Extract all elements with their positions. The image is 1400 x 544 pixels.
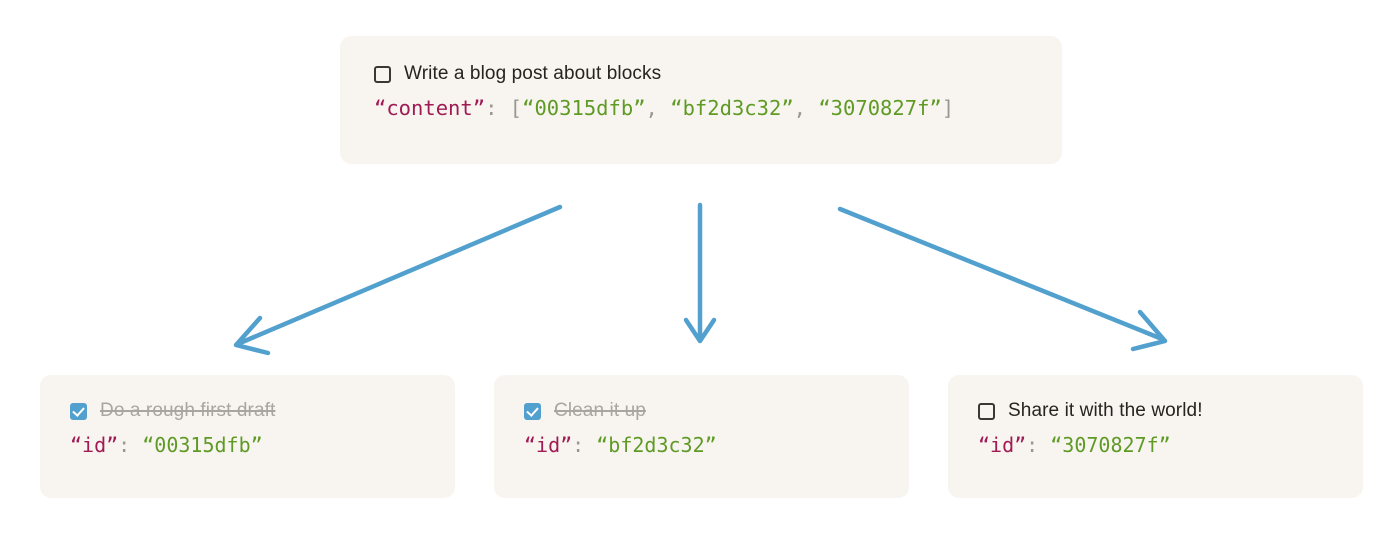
root-code-line: “content”: [“00315dfb”, “bf2d3c32”, “307…	[374, 95, 1062, 121]
code-key: “id”	[524, 433, 573, 457]
child-todo-label-2: Clean it up	[554, 400, 646, 421]
code-value-1: “bf2d3c32”	[670, 96, 794, 120]
code-value: “00315dfb”	[142, 433, 263, 457]
root-todo-label: Write a blog post about blocks	[404, 63, 662, 84]
child-block-card-2[interactable]: Clean it up “id”: “bf2d3c32”	[494, 375, 909, 498]
code-key: “content”	[374, 96, 486, 120]
checkbox-checked-icon[interactable]	[70, 402, 87, 420]
root-block-card[interactable]: Write a blog post about blocks “content”…	[340, 36, 1062, 164]
child-todo-row-3[interactable]: Share it with the world!	[978, 399, 1363, 423]
child-todo-row-2[interactable]: Clean it up	[524, 399, 909, 423]
code-open-bracket: [	[509, 96, 523, 120]
child-todo-label-3: Share it with the world!	[1008, 400, 1203, 421]
code-value-0: “00315dfb”	[522, 96, 646, 120]
child-code-line-3: “id”: “3070827f”	[978, 432, 1363, 458]
checkbox-unchecked-icon[interactable]	[978, 402, 995, 420]
code-value: “bf2d3c32”	[596, 433, 717, 457]
child-todo-row-1[interactable]: Do a rough first draft	[70, 399, 455, 423]
arrow-to-child-1	[233, 204, 563, 356]
code-value: “3070827f”	[1050, 433, 1171, 457]
code-colon: :	[118, 433, 131, 457]
checkbox-unchecked-icon[interactable]	[374, 65, 391, 83]
checkbox-checked-icon[interactable]	[524, 402, 541, 420]
code-colon: :	[485, 96, 498, 120]
child-todo-label-1: Do a rough first draft	[100, 400, 276, 421]
code-value-2: “3070827f”	[818, 96, 942, 120]
arrow-to-child-2	[683, 202, 717, 344]
code-separator-1: ,	[793, 96, 819, 120]
child-block-card-3[interactable]: Share it with the world! “id”: “3070827f…	[948, 375, 1363, 498]
code-key: “id”	[70, 433, 119, 457]
child-block-card-1[interactable]: Do a rough first draft “id”: “00315dfb”	[40, 375, 455, 498]
root-todo-row[interactable]: Write a blog post about blocks	[374, 62, 1062, 86]
code-colon: :	[572, 433, 585, 457]
child-code-line-2: “id”: “bf2d3c32”	[524, 432, 909, 458]
child-code-line-1: “id”: “00315dfb”	[70, 432, 455, 458]
code-separator-0: ,	[645, 96, 671, 120]
code-key: “id”	[978, 433, 1027, 457]
code-close-bracket: ]	[941, 96, 955, 120]
arrow-to-child-3	[837, 206, 1168, 352]
code-colon: :	[1026, 433, 1039, 457]
